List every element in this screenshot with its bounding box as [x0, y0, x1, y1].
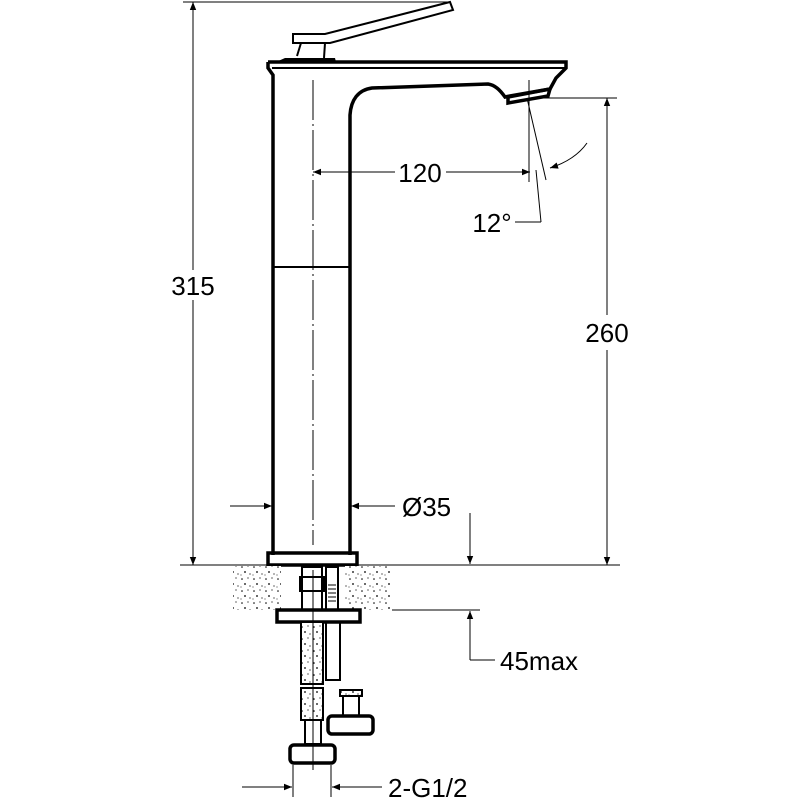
dimension-spout-height: 260 — [535, 97, 629, 565]
dim-g12-label: 2-G1/2 — [388, 773, 468, 800]
dim-120-label: 120 — [398, 158, 441, 188]
fixing-hardware — [275, 566, 375, 770]
dim-315-label: 315 — [171, 271, 214, 301]
dim-45max-label: 45max — [500, 646, 578, 676]
dimension-body-diameter: Ø35 — [230, 492, 451, 522]
dimension-spout-angle: 12° — [472, 97, 588, 238]
dimension-counter-thickness: 45max — [466, 513, 578, 676]
dimension-spout-reach: 120 — [313, 80, 530, 188]
tap-body — [266, 60, 568, 567]
lever-handle — [276, 0, 455, 62]
dim-35-label: Ø35 — [402, 492, 451, 522]
dimension-total-height: 315 — [171, 1, 450, 565]
countertop — [180, 564, 620, 611]
dim-260-label: 260 — [585, 318, 628, 348]
dim-12deg-label: 12° — [472, 208, 511, 238]
dimension-connections: 2-G1/2 — [242, 765, 468, 800]
